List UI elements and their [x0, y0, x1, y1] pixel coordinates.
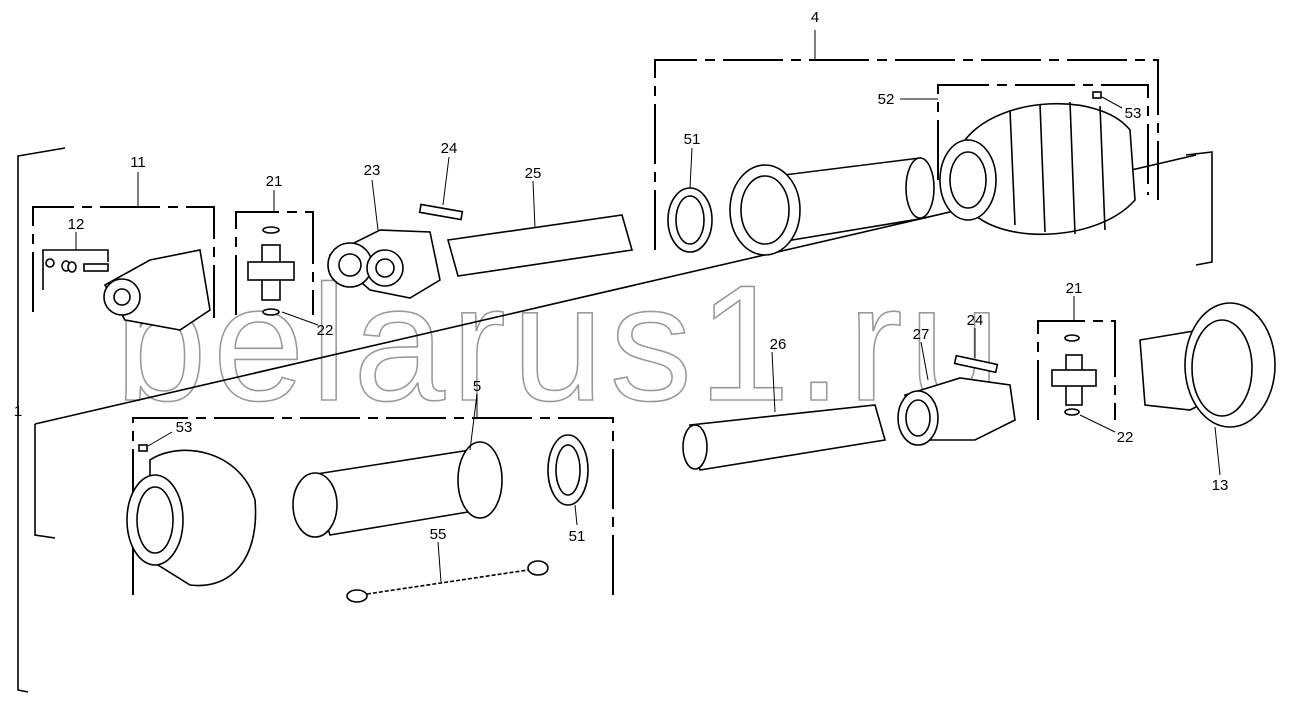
yoke-27-part [897, 341, 1016, 446]
label-51-top: 51 [684, 131, 701, 148]
tube-26-part [682, 351, 887, 471]
cross-21-left-bracket [235, 190, 314, 315]
yoke-11-part [103, 249, 211, 331]
label-53-bottom: 53 [176, 419, 193, 436]
pin-24-right-part [953, 328, 999, 374]
boot-52-part [939, 101, 1136, 236]
label-4: 4 [811, 9, 819, 26]
ring-51-bottom-part [547, 434, 589, 526]
pin-24-left-part [418, 156, 464, 221]
label-26: 26 [770, 336, 787, 353]
cross-21-left-part [247, 226, 295, 316]
cross-21-right-bracket [1037, 296, 1116, 420]
label-25: 25 [525, 165, 542, 182]
label-27: 27 [913, 326, 930, 343]
label-21-left: 21 [266, 173, 283, 190]
leader-22-left [281, 311, 319, 326]
label-24-left: 24 [441, 140, 458, 157]
label-11: 11 [130, 154, 146, 171]
yoke-23-part [327, 179, 441, 299]
label-51-bottom: 51 [569, 528, 586, 545]
label-52: 52 [878, 91, 895, 108]
label-12: 12 [68, 216, 85, 233]
yoke-11-bracket [32, 172, 215, 318]
label-22-right: 22 [1117, 429, 1134, 446]
label-24-right: 24 [967, 312, 984, 329]
cross-21-right-part [1051, 334, 1116, 433]
screw-53-bottom-part [138, 431, 173, 452]
tube-inner-part [292, 393, 503, 538]
boot-bottom-part [126, 449, 257, 587]
label-53-top: 53 [1125, 105, 1142, 122]
label-23: 23 [364, 162, 381, 179]
tube-25-part [446, 180, 634, 277]
group-4-bracket [654, 30, 1159, 250]
kit-12-part [45, 258, 109, 273]
tube-outer-part [729, 157, 935, 256]
label-5: 5 [473, 378, 481, 395]
chain-55-part [346, 541, 549, 603]
ring-51-top-part [667, 147, 713, 253]
label-21-right: 21 [1066, 280, 1083, 297]
clutch-13-part [1139, 302, 1276, 476]
label-1: 1 [14, 403, 22, 420]
part-labels: 4 52 53 51 11 21 23 24 25 12 22 1 5 53 5… [14, 9, 1229, 545]
label-22-left: 22 [317, 322, 334, 339]
screw-53-top-part [1092, 91, 1123, 109]
label-55: 55 [430, 526, 447, 543]
label-13: 13 [1212, 477, 1229, 494]
